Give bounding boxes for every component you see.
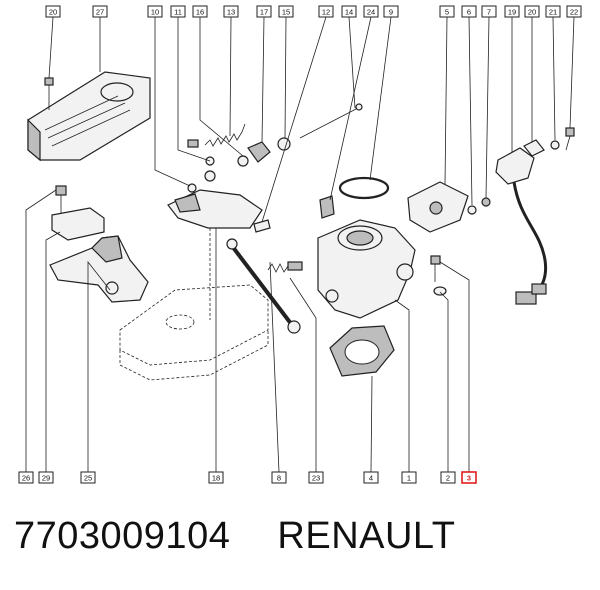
spring-and-rod [187,103,363,148]
callout-13: 13 [223,5,239,18]
callouts-top-row: 20 27 10 11 16 13 17 15 12 14 24 9 5 6 7… [45,5,582,18]
svg-text:13: 13 [227,8,235,17]
svg-text:2: 2 [446,474,450,483]
throttle-sector [167,170,263,320]
callout-8: 8 [271,471,287,484]
engine-cover [27,71,151,162]
callout-27: 27 [92,5,108,18]
callout-21: 21 [545,5,561,18]
large-bracket [49,235,149,303]
svg-text:7: 7 [487,8,491,17]
svg-text:5: 5 [445,8,449,17]
svg-text:22: 22 [570,8,578,17]
sensor-fixings [523,127,575,157]
svg-text:20: 20 [528,8,536,17]
svg-text:18: 18 [212,474,220,483]
callout-3-highlighted: 3 [461,471,477,484]
callouts-bottom-row: 26 29 25 18 8 23 4 1 2 3 [18,471,477,484]
callout-14: 14 [341,5,357,18]
svg-text:1: 1 [407,474,411,483]
engine-block-outline [119,284,269,381]
svg-text:4: 4 [369,474,373,483]
callout-4: 4 [363,471,379,484]
callout-18: 18 [208,471,224,484]
svg-text:25: 25 [84,474,92,483]
callout-12: 12 [318,5,334,18]
carburettor-body [317,195,416,319]
small-clip [253,219,271,233]
svg-text:14: 14 [345,8,353,17]
gasket [329,325,395,377]
callout-29: 29 [38,471,54,484]
svg-text:6: 6 [467,8,471,17]
exploded-parts-diagram: 20 27 10 11 16 13 17 15 12 14 24 9 5 6 7… [18,5,582,484]
svg-text:11: 11 [174,8,182,17]
leader-lines [25,16,575,473]
svg-text:3: 3 [467,474,471,483]
callout-26: 26 [18,471,34,484]
part-number: 7703009104 [14,515,231,557]
svg-text:10: 10 [151,8,159,17]
callout-15: 15 [278,5,294,18]
connector-harness [495,147,548,305]
callout-9: 9 [383,5,399,18]
callout-24: 24 [363,5,379,18]
svg-text:12: 12 [322,8,330,17]
position-sensor [407,181,491,233]
svg-text:26: 26 [22,474,30,483]
callout-5: 5 [439,5,455,18]
callout-22: 22 [566,5,582,18]
svg-text:17: 17 [260,8,268,17]
svg-text:29: 29 [42,474,50,483]
svg-text:24: 24 [367,8,375,17]
small-bracket [51,185,105,241]
svg-text:27: 27 [96,8,104,17]
svg-text:9: 9 [389,8,393,17]
callout-10: 10 [147,5,163,18]
svg-text:23: 23 [312,474,320,483]
callout-25: 25 [80,471,96,484]
callout-1: 1 [401,471,417,484]
callout-23: 23 [308,471,324,484]
svg-text:8: 8 [277,474,281,483]
svg-text:15: 15 [282,8,290,17]
callout-20-left: 20 [45,5,61,18]
callout-19: 19 [504,5,520,18]
part-caption: 7703009104 RENAULT [14,515,594,571]
idle-screw [267,261,303,273]
svg-text:20: 20 [49,8,57,17]
o-ring [338,176,390,200]
callout-7: 7 [481,5,497,18]
callout-20-right: 20 [524,5,540,18]
callout-17: 17 [256,5,272,18]
svg-text:16: 16 [196,8,204,17]
svg-text:19: 19 [508,8,516,17]
callout-2: 2 [440,471,456,484]
clip-and-washer [205,137,291,167]
callout-11: 11 [170,5,186,18]
bolt-and-washer [430,255,447,296]
callout-16: 16 [192,5,208,18]
connecting-rod [226,238,301,334]
brand-name: RENAULT [277,515,456,557]
callout-6: 6 [461,5,477,18]
svg-text:21: 21 [549,8,557,17]
